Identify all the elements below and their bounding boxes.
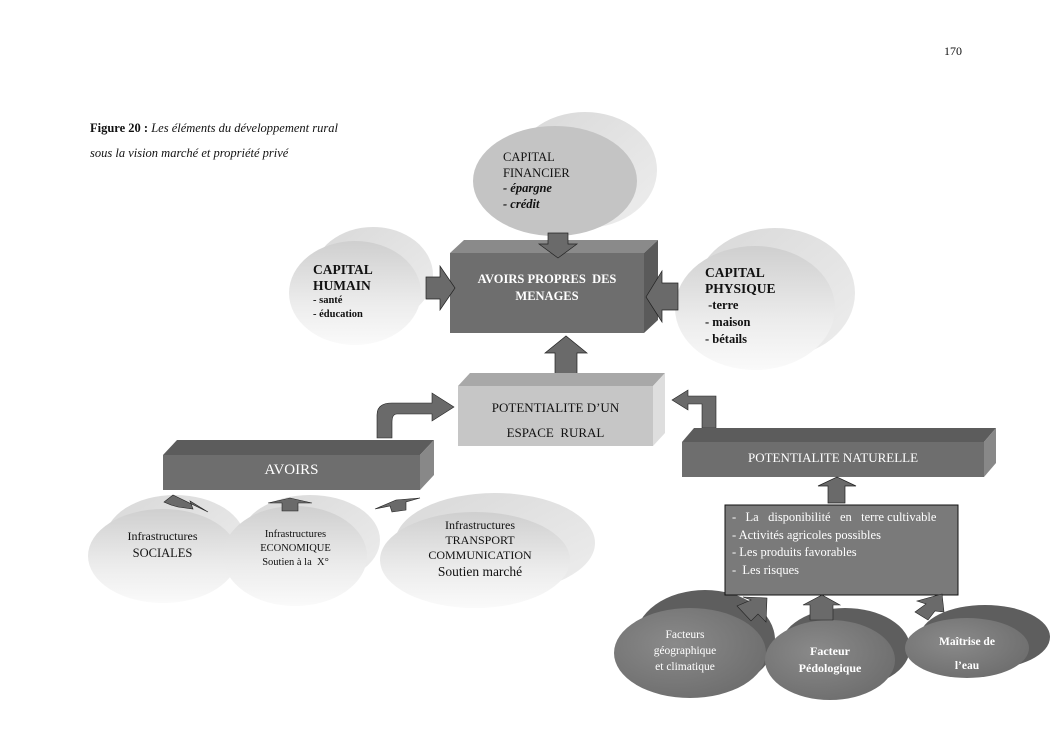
naturel-list-item-disponibilite: - La disponibilité en terre cultivable bbox=[732, 510, 937, 524]
capital-financier-title1: CAPITAL bbox=[503, 150, 555, 164]
arrow-physique-left bbox=[645, 269, 679, 324]
arrow-pedo-up bbox=[802, 594, 842, 621]
capital-financier-item-epargne: - épargne bbox=[503, 181, 552, 196]
arrow-financier-down bbox=[537, 232, 579, 259]
avoirs-propres-label: AVOIRS PROPRES DES MENAGES bbox=[450, 271, 644, 305]
facteur-pedo-line1: Facteur bbox=[810, 644, 850, 658]
infra-transport-line2: TRANSPORT bbox=[445, 533, 515, 547]
potentialite-naturelle-bar bbox=[682, 428, 996, 477]
infra-transport-line1: Infrastructures bbox=[445, 518, 515, 532]
capital-humain-item-sante: - santé bbox=[313, 295, 343, 306]
facteurs-geo-label: Facteurs géographique et climatique bbox=[625, 627, 745, 675]
arrow-list-up bbox=[817, 476, 857, 504]
maitrise-eau-oval bbox=[905, 605, 1050, 678]
capital-physique-item-betails: - bétails bbox=[705, 332, 748, 346]
avoirs-propres-box bbox=[450, 240, 658, 333]
page-number: 170 bbox=[944, 44, 962, 58]
avoirs-propres-line2: MENAGES bbox=[515, 289, 579, 303]
arrow-sociales-up bbox=[163, 494, 209, 513]
capital-physique-label: CAPITAL PHYSIQUE -terre - maison - bétai… bbox=[705, 265, 776, 348]
infra-sociales-oval bbox=[88, 495, 245, 603]
arrow-naturelle-bent bbox=[671, 389, 717, 429]
facteurs-geo-line2: géographique bbox=[653, 645, 717, 657]
capital-humain-oval bbox=[289, 227, 433, 345]
maitrise-eau-label: Maîtrise de l’eau bbox=[912, 630, 1022, 678]
infra-transport-line4: Soutien marché bbox=[437, 564, 523, 579]
infra-economique-line3: Soutien à la X° bbox=[262, 557, 329, 568]
infra-transport-oval bbox=[380, 493, 595, 608]
infra-economique-line1: Infrastructures bbox=[264, 529, 327, 540]
avoirs-propres-line1: AVOIRS PROPRES DES bbox=[477, 272, 617, 286]
capital-humain-title1: CAPITAL bbox=[313, 262, 373, 277]
naturel-list-item-activites: - Activités agricoles possibles bbox=[732, 527, 881, 542]
naturel-list-item-produits: - Les produits favorables bbox=[732, 545, 857, 559]
arrow-avoirs-curved bbox=[376, 392, 455, 439]
figure-title-line1: Les éléments du développement rural bbox=[151, 121, 338, 135]
capital-humain-label: CAPITAL HUMAIN - santé - éducation bbox=[313, 262, 373, 322]
capital-humain-title2: HUMAIN bbox=[313, 278, 371, 293]
capital-physique-title2: PHYSIQUE bbox=[705, 281, 776, 296]
potentialite-espace-label: POTENTIALITE D’UN ESPACE RURAL bbox=[458, 395, 653, 445]
naturel-list: - La disponibilité en terre cultivable -… bbox=[732, 509, 950, 593]
facteur-pedo-line2: Pédologique bbox=[798, 661, 862, 675]
infra-economique-label: Infrastructures ECONOMIQUE Soutien à la … bbox=[228, 528, 363, 570]
infra-sociales-line2: SOCIALES bbox=[132, 546, 193, 560]
capital-financier-oval bbox=[473, 112, 657, 236]
capital-financier-title2: FINANCIER bbox=[503, 165, 570, 180]
potentialite-espace-line1: POTENTIALITE D’UN bbox=[491, 400, 620, 415]
capital-humain-item-education: - éducation bbox=[313, 309, 363, 320]
facteur-pedo-oval bbox=[765, 608, 910, 700]
maitrise-eau-line2: l’eau bbox=[954, 660, 980, 672]
infra-sociales-label: Infrastructures SOCIALES bbox=[90, 528, 235, 562]
arrow-eau-up bbox=[914, 593, 945, 621]
arrow-economique-up bbox=[267, 497, 313, 512]
arrow-humain-right bbox=[425, 264, 456, 312]
avoirs-label: AVOIRS bbox=[264, 462, 319, 478]
capital-physique-item-terre: -terre bbox=[705, 298, 739, 312]
infra-economique-line2: ECONOMIQUE bbox=[260, 543, 331, 554]
potentialite-espace-box bbox=[458, 373, 665, 446]
infra-sociales-line1: Infrastructures bbox=[127, 529, 198, 543]
maitrise-eau-line1: Maîtrise de bbox=[939, 636, 995, 648]
capital-financier-item-credit: - crédit bbox=[503, 196, 540, 211]
avoirs-bar bbox=[163, 440, 434, 490]
capital-physique-item-maison: - maison bbox=[705, 315, 751, 329]
facteurs-geo-line3: et climatique bbox=[655, 661, 715, 673]
figure-title-line2: sous la vision marché et propriété privé bbox=[90, 146, 289, 160]
naturel-list-box bbox=[724, 504, 959, 596]
figure-caption: Figure 20 : Les éléments du développemen… bbox=[90, 116, 338, 166]
capital-financier-label: CAPITAL FINANCIER - épargne - crédit bbox=[503, 150, 570, 213]
capital-physique-title1: CAPITAL bbox=[705, 265, 765, 280]
facteur-pedo-label: Facteur Pédologique bbox=[770, 643, 890, 677]
arrow-transport-up bbox=[374, 497, 421, 513]
potentialite-naturelle-label: POTENTIALITE NATURELLE bbox=[747, 450, 919, 465]
facteurs-geo-line1: Facteurs bbox=[665, 629, 705, 641]
infra-transport-line3: COMMUNICATION bbox=[428, 548, 532, 562]
figure-label: Figure 20 : bbox=[90, 121, 149, 135]
naturel-list-item-risques: - Les risques bbox=[732, 562, 799, 577]
arrow-geo-up bbox=[736, 596, 768, 623]
facteurs-geo-oval bbox=[614, 590, 775, 698]
capital-physique-oval bbox=[675, 228, 855, 370]
potentialite-espace-line2: ESPACE RURAL bbox=[506, 425, 605, 440]
infra-economique-oval bbox=[223, 495, 380, 606]
infra-transport-label: Infrastructures TRANSPORT COMMUNICATION … bbox=[385, 518, 575, 580]
